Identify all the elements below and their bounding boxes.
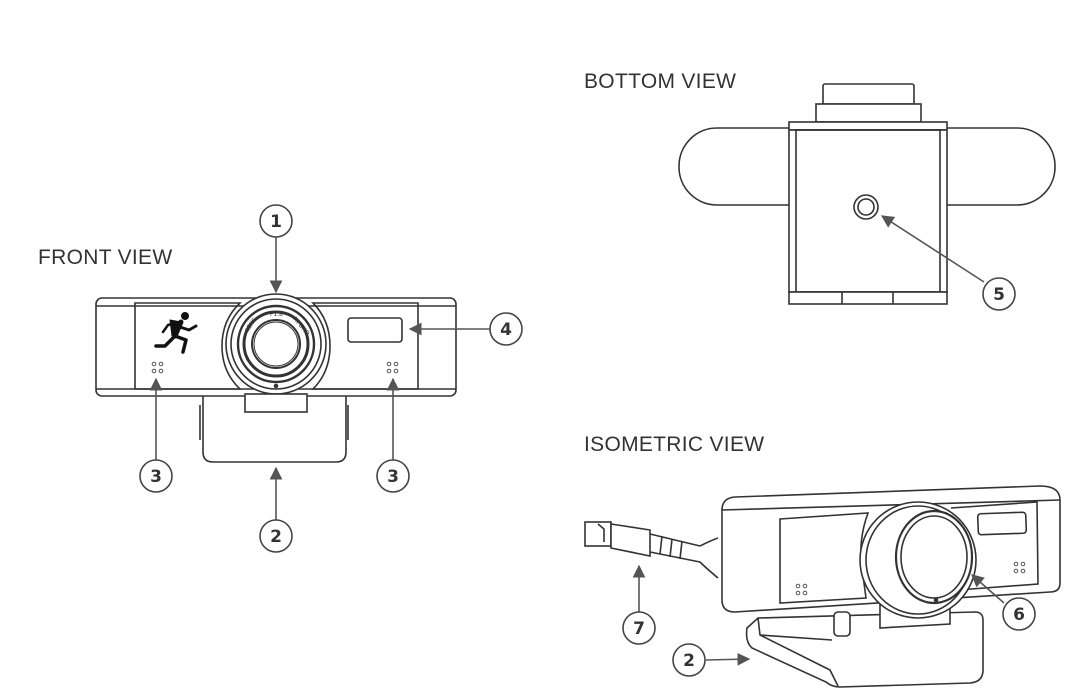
front-lens-glass xyxy=(251,319,301,369)
svg-text:3: 3 xyxy=(387,467,399,487)
callout-1: 1 xyxy=(259,204,293,238)
callout-6: 6 xyxy=(1002,597,1036,631)
front-right-panel xyxy=(311,302,419,390)
bottom-view-drawing xyxy=(678,83,1056,305)
front-view-title: FRONT VIEW xyxy=(38,246,173,269)
iso-indicator-window xyxy=(976,511,1028,536)
callout-5: 5 xyxy=(982,277,1016,311)
leader-5 xyxy=(880,215,985,283)
callout-2-iso: 2 xyxy=(672,643,706,677)
iso-usb-plug xyxy=(584,521,612,547)
callout-2-front: 2 xyxy=(259,519,293,553)
svg-text:2: 2 xyxy=(683,651,695,671)
svg-text:7: 7 xyxy=(633,619,645,639)
mic-holes-icon xyxy=(386,361,399,374)
tripod-mount-outer xyxy=(853,194,879,220)
lens-text-top: F1.8 xyxy=(270,311,283,318)
callout-4: 4 xyxy=(489,312,523,346)
running-figure-icon xyxy=(154,312,198,354)
bottom-clip-band xyxy=(788,121,948,131)
callout-leaders xyxy=(149,215,1005,666)
front-stand-inner xyxy=(199,405,349,440)
svg-text:3: 3 xyxy=(150,467,162,487)
front-lens-dot-bottom xyxy=(273,383,279,389)
tripod-mount-inner xyxy=(857,198,875,216)
front-lens-ring-4 xyxy=(242,310,310,378)
front-stand xyxy=(202,395,347,463)
front-stand-tab xyxy=(244,393,308,413)
front-lens-outer-ring xyxy=(225,293,327,395)
leader-6 xyxy=(971,574,1005,604)
front-lens-center xyxy=(253,321,299,367)
leader-2-iso xyxy=(705,652,751,666)
mic-holes-icon xyxy=(151,361,164,374)
front-lens-ring-3 xyxy=(236,304,316,384)
iso-lens-front xyxy=(894,509,974,605)
callout-7: 7 xyxy=(622,611,656,645)
front-lens-ring-2 xyxy=(230,298,322,390)
bottom-view-title: BOTTOM VIEW xyxy=(584,70,737,93)
svg-text:2: 2 xyxy=(270,527,282,547)
callout-3-left: 3 xyxy=(139,459,173,493)
svg-text:1: 1 xyxy=(270,212,282,232)
svg-text:6: 6 xyxy=(1013,605,1025,625)
bottom-clip-square xyxy=(788,129,948,293)
svg-text:5: 5 xyxy=(993,285,1005,305)
callout-3-right: 3 xyxy=(376,459,410,493)
iso-cable-segments xyxy=(649,533,701,563)
isometric-view-drawing xyxy=(584,485,1061,688)
front-indicator-window xyxy=(347,317,403,343)
mic-holes-icon xyxy=(1013,561,1026,574)
iso-base xyxy=(745,611,984,688)
front-left-panel xyxy=(134,302,243,390)
svg-text:4: 4 xyxy=(500,320,512,340)
front-view-drawing xyxy=(95,293,457,463)
mic-holes-icon xyxy=(795,583,808,596)
isometric-view-title: ISOMETRIC VIEW xyxy=(584,433,765,456)
